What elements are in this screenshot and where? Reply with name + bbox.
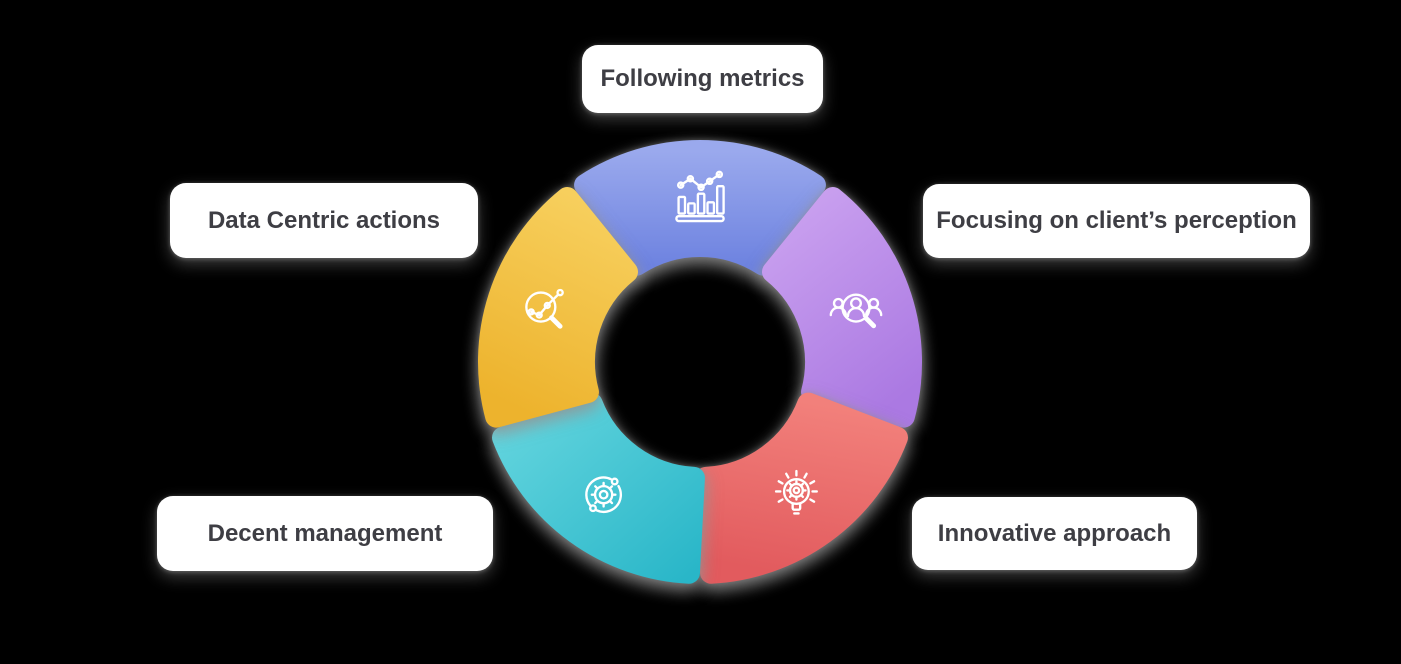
people-search-icon bbox=[829, 293, 883, 329]
label-text: Decent management bbox=[207, 519, 443, 547]
label-clients-perception: Focusing on client’s perception bbox=[923, 184, 1310, 258]
label-text: Data Centric actions bbox=[207, 206, 441, 234]
label-innovative-approach: Innovative approach bbox=[912, 497, 1197, 570]
wheel-segment-data-centric-actions bbox=[478, 187, 638, 428]
bar-line-chart-icon bbox=[675, 170, 725, 223]
lightbulb-gear-icon bbox=[774, 469, 818, 515]
label-text: Following metrics bbox=[600, 65, 805, 92]
label-following-metrics: Following metrics bbox=[582, 45, 823, 113]
label-data-centric-actions: Data Centric actions bbox=[170, 183, 478, 258]
wheel-segment-following-metrics bbox=[574, 140, 826, 276]
label-text: Innovative approach bbox=[937, 519, 1172, 547]
label-decent-management: Decent management bbox=[157, 496, 493, 571]
magnifier-analytics-icon bbox=[525, 288, 564, 329]
label-text: Focusing on client’s perception bbox=[936, 207, 1297, 234]
gear-refresh-icon bbox=[585, 476, 622, 514]
